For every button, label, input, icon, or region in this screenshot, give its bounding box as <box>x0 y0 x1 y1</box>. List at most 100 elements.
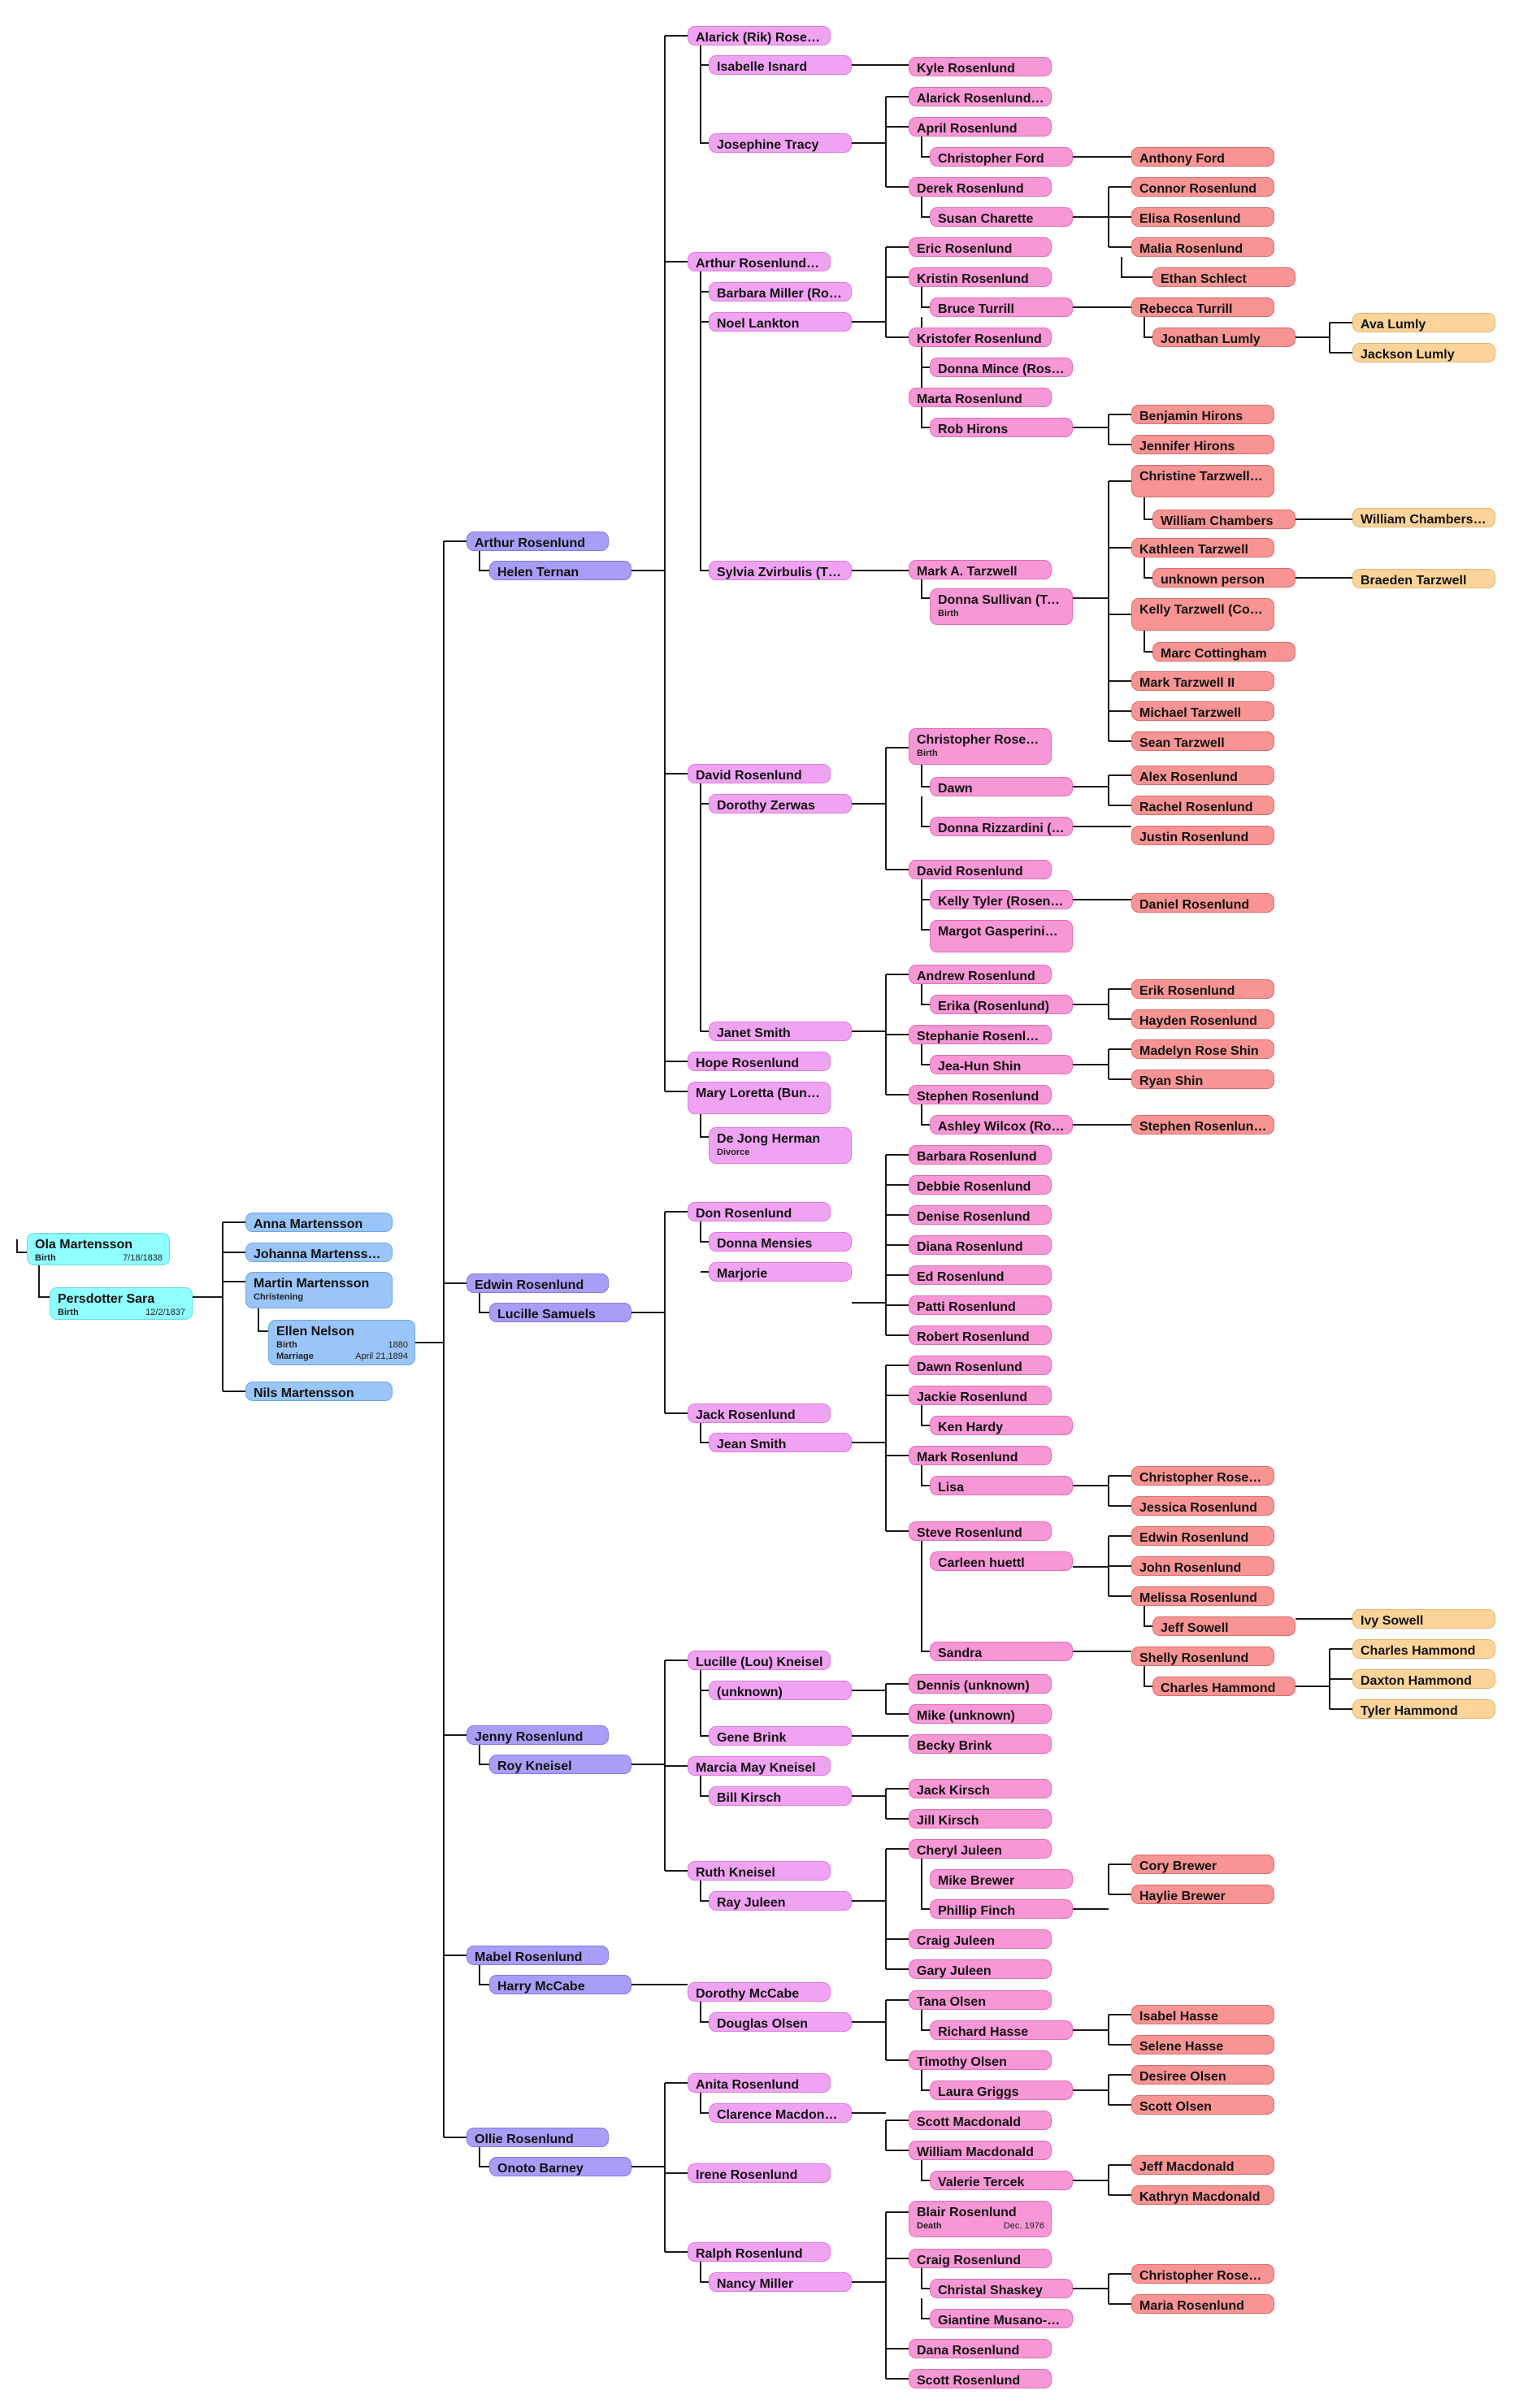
person-card[interactable]: Rebecca Turrill <box>1131 297 1274 317</box>
person-card[interactable]: Dorothy Zerwas <box>709 794 852 814</box>
person-card[interactable]: Kelly Tarzwell (Cot… <box>1131 598 1274 631</box>
person-card[interactable]: Christopher Rose… <box>1131 2264 1274 2284</box>
person-card[interactable]: Josephine Tracy <box>709 133 852 153</box>
person-card[interactable]: William Chambers… <box>1352 508 1495 527</box>
person-card[interactable]: Christine Tarzwell… <box>1131 465 1274 497</box>
person-card[interactable]: David Rosenlund <box>688 764 831 783</box>
person-card[interactable]: Margot Gasperini… <box>930 920 1073 952</box>
person-card[interactable]: Stephanie Rosenl… <box>909 1025 1052 1044</box>
person-card[interactable]: Don Rosenlund <box>688 1202 831 1221</box>
person-card[interactable]: Mike Brewer <box>930 1869 1073 1889</box>
person-card[interactable]: Jean Smith <box>709 1433 852 1452</box>
person-card[interactable]: William Macdonald <box>909 2141 1052 2160</box>
person-card[interactable]: Irene Rosenlund <box>688 2163 831 2183</box>
person-card[interactable]: Maria Rosenlund <box>1131 2294 1274 2314</box>
person-card[interactable]: Alex Rosenlund <box>1131 766 1274 785</box>
person-card[interactable]: Scott Macdonald <box>909 2111 1052 2130</box>
person-card[interactable]: Charles Hammond <box>1352 1639 1495 1659</box>
person-card[interactable]: Anthony Ford <box>1131 147 1274 167</box>
person-card[interactable]: Haylie Brewer <box>1131 1885 1274 1904</box>
person-card[interactable]: Mark Tarzwell II <box>1131 671 1274 691</box>
person-card[interactable]: Christopher Rose… <box>1131 1466 1274 1486</box>
person-card[interactable]: Alarick Rosenlund… <box>909 87 1052 106</box>
person-card[interactable]: Helen Ternan <box>489 561 631 580</box>
person-card[interactable]: Donna Mince (Ros… <box>930 358 1073 377</box>
person-card[interactable]: Ava Lumly <box>1352 313 1495 332</box>
person-card[interactable]: Jeff Sowell <box>1152 1616 1295 1636</box>
person-card[interactable]: Mabel Rosenlund <box>467 1946 609 1965</box>
person-card[interactable]: Christopher Rose…Birth <box>909 728 1052 765</box>
person-card[interactable]: Tana Olsen <box>909 1990 1052 2010</box>
person-card[interactable]: Donna Sullivan (Ta…Birth <box>930 588 1073 625</box>
person-card[interactable]: Craig Rosenlund <box>909 2249 1052 2268</box>
person-card[interactable]: Kathryn Macdonald <box>1131 2185 1274 2205</box>
person-card[interactable]: Clarence Macdon… <box>709 2103 852 2123</box>
person-card[interactable]: (unknown) <box>709 1681 852 1700</box>
person-card[interactable]: Erika (Rosenlund) <box>930 995 1073 1014</box>
person-card[interactable]: Nancy Miller <box>709 2272 852 2292</box>
person-card[interactable]: Christopher Ford <box>930 147 1073 167</box>
person-card[interactable]: Michael Tarzwell <box>1131 701 1274 721</box>
person-card[interactable]: Bill Kirsch <box>709 1786 852 1806</box>
person-card[interactable]: Malia Rosenlund <box>1131 237 1274 257</box>
person-card[interactable]: Jessica Rosenlund <box>1131 1496 1274 1516</box>
person-card[interactable]: Phillip Finch <box>930 1899 1073 1919</box>
person-card[interactable]: Kelly Tyler (Rosenl… <box>930 890 1073 909</box>
person-card[interactable]: Edwin Rosenlund <box>1131 1526 1274 1546</box>
person-card[interactable]: Ralph Rosenlund <box>688 2242 831 2262</box>
person-card[interactable]: unknown person <box>1152 568 1295 588</box>
person-card[interactable]: Jonathan Lumly <box>1152 328 1295 347</box>
person-card[interactable]: Valerie Tercek <box>930 2171 1073 2190</box>
person-card[interactable]: Anna Martensson <box>245 1213 393 1232</box>
person-card[interactable]: Diana Rosenlund <box>909 1235 1052 1255</box>
person-card[interactable]: Ethan Schlect <box>1152 267 1295 287</box>
person-card[interactable]: Robert Rosenlund <box>909 1325 1052 1345</box>
person-card[interactable]: Cory Brewer <box>1131 1855 1274 1874</box>
person-card[interactable]: Kristofer Rosenlund <box>909 328 1052 347</box>
person-card[interactable]: Lucille Samuels <box>489 1303 631 1322</box>
person-card[interactable]: Steve Rosenlund <box>909 1521 1052 1541</box>
person-card[interactable]: Christal Shaskey <box>930 2279 1073 2298</box>
person-card[interactable]: Laura Griggs <box>930 2080 1073 2100</box>
person-card[interactable]: Jill Kirsch <box>909 1809 1052 1829</box>
person-card[interactable]: Barbara Rosenlund <box>909 1145 1052 1165</box>
person-card[interactable]: Giantine Musano-… <box>930 2309 1073 2328</box>
person-card[interactable]: Mark A. Tarzwell <box>909 560 1052 579</box>
person-card[interactable]: Marta Rosenlund <box>909 388 1052 407</box>
person-card[interactable]: Nils Martensson <box>245 1382 393 1401</box>
person-card[interactable]: Dana Rosenlund <box>909 2339 1052 2358</box>
person-card[interactable]: Stephen Rosenlund <box>909 1085 1052 1104</box>
person-card[interactable]: Kyle Rosenlund <box>909 57 1052 76</box>
person-card[interactable]: Sean Tarzwell <box>1131 731 1274 751</box>
person-card[interactable]: Marjorie <box>709 1262 852 1282</box>
person-card[interactable]: Hope Rosenlund <box>688 1052 831 1071</box>
person-card[interactable]: Sandra <box>930 1642 1073 1661</box>
person-card[interactable]: Kristin Rosenlund <box>909 267 1052 287</box>
person-card[interactable]: Shelly Rosenlund <box>1131 1647 1274 1666</box>
person-card[interactable]: Benjamin Hirons <box>1131 405 1274 424</box>
person-card[interactable]: Elisa Rosenlund <box>1131 207 1274 227</box>
person-card[interactable]: Timothy Olsen <box>909 2050 1052 2070</box>
person-card[interactable]: Tyler Hammond <box>1352 1699 1495 1719</box>
person-card[interactable]: Becky Brink <box>909 1734 1052 1754</box>
person-card[interactable]: Rachel Rosenlund <box>1131 796 1274 815</box>
person-card[interactable]: Daniel Rosenlund <box>1131 893 1274 913</box>
person-card[interactable]: Roy Kneisel <box>489 1755 631 1774</box>
person-card[interactable]: Jack Kirsch <box>909 1779 1052 1798</box>
person-card[interactable]: Patti Rosenlund <box>909 1295 1052 1315</box>
person-card[interactable]: Madelyn Rose Shin <box>1131 1039 1274 1059</box>
person-card[interactable]: Barbara Miller (Ro… <box>709 282 852 302</box>
person-card[interactable]: Hayden Rosenlund <box>1131 1009 1274 1029</box>
person-card[interactable]: Marcia May Kneisel <box>688 1756 831 1776</box>
person-card[interactable]: Lucille (Lou) Kneisel <box>688 1651 831 1670</box>
person-card[interactable]: Douglas Olsen <box>709 2012 852 2032</box>
person-card[interactable]: Kathleen Tarzwell <box>1131 538 1274 558</box>
person-card[interactable]: Debbie Rosenlund <box>909 1175 1052 1195</box>
person-card[interactable]: Rob Hirons <box>930 418 1073 437</box>
person-card[interactable]: Braeden Tarzwell <box>1352 569 1495 588</box>
